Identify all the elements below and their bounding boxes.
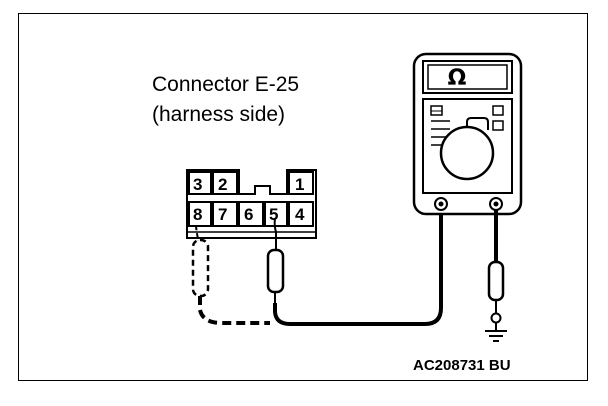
pin-cell-8 xyxy=(188,201,212,227)
probe-pin-5 xyxy=(266,204,443,326)
pin-cell-4 xyxy=(288,201,314,227)
pin-label-3: 3 xyxy=(193,175,202,194)
pin-label-1: 1 xyxy=(295,175,304,194)
pin-label-2: 2 xyxy=(218,175,227,194)
pin-label-7: 7 xyxy=(218,205,227,224)
ohm-symbol: Ω xyxy=(448,66,467,91)
pin-cell-3 xyxy=(188,171,212,195)
pin-cell-1 xyxy=(288,171,314,195)
dial-knob xyxy=(439,125,495,181)
pin-label-4: 4 xyxy=(295,205,305,224)
pin-label-8: 8 xyxy=(193,205,202,224)
ground-icon xyxy=(485,330,507,342)
pin-cell-2 xyxy=(212,171,238,195)
connector-subtitle: (harness side) xyxy=(152,103,286,126)
connector-e25 xyxy=(186,169,317,239)
multimeter xyxy=(412,52,523,216)
ground-lead xyxy=(487,210,505,330)
figure-code: AC208731 BU xyxy=(413,357,511,374)
connector-title: Connector E-25 xyxy=(152,73,300,96)
pin-cell-6 xyxy=(238,201,264,227)
pin-label-5: 5 xyxy=(269,205,278,224)
pin-cell-5 xyxy=(264,201,288,227)
figure-frame xyxy=(18,13,588,381)
pin-cell-7 xyxy=(212,201,238,227)
dashed-probe-pin-8 xyxy=(191,225,270,325)
pin-label-6: 6 xyxy=(244,205,253,224)
